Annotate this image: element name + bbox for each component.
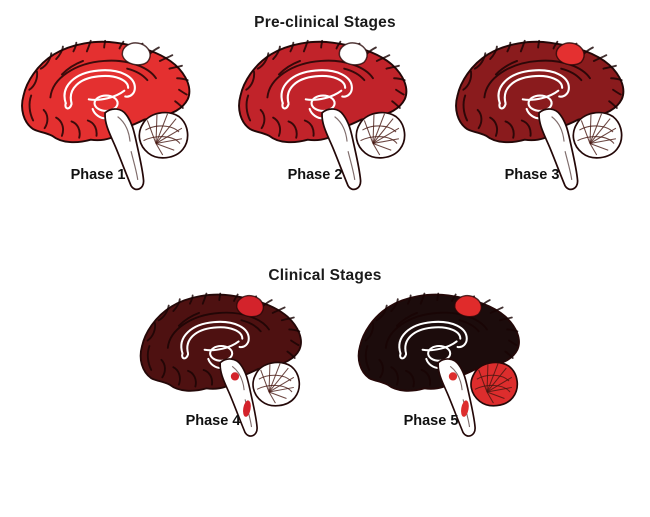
- phase-1-label: Phase 1: [70, 167, 126, 184]
- phase-4-figure: Phase 4: [131, 289, 315, 438]
- phase-5-label: Phase 5: [403, 413, 459, 430]
- clinical-row: Phase 4 Phase 5: [0, 289, 650, 438]
- phase-1-figure: Phase 1: [12, 36, 204, 191]
- phase-3-figure: Phase 3: [446, 36, 638, 191]
- preclinical-title: Pre-clinical Stages: [254, 14, 396, 31]
- phase-3-label: Phase 3: [504, 167, 560, 184]
- phase-4-label: Phase 4: [185, 413, 241, 430]
- preclinical-row: Phase 1 Phase 2 Phase 3: [0, 36, 650, 191]
- section-preclinical: Pre-clinical Stages Phase 1 Phase 2 Phas…: [0, 14, 650, 191]
- section-clinical: Clinical Stages Phase 4 Phase 5: [0, 267, 650, 438]
- phase-5-figure: Phase 5: [349, 289, 533, 438]
- phase-2-figure: Phase 2: [229, 36, 421, 191]
- phase-2-label: Phase 2: [287, 167, 343, 184]
- clinical-title: Clinical Stages: [268, 267, 382, 285]
